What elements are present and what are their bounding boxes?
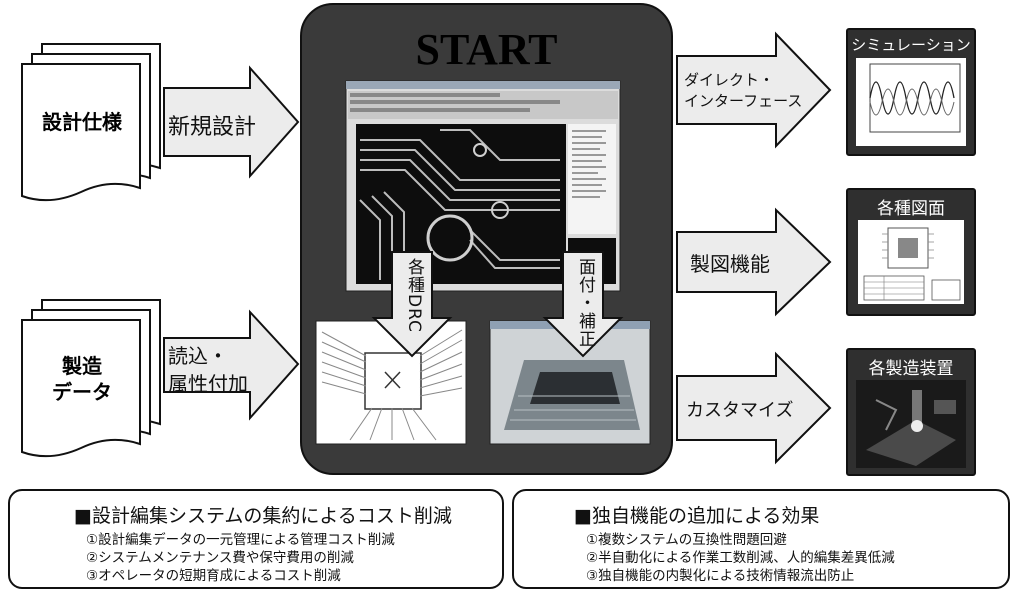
arrow-panelize: [542, 251, 624, 358]
customize-label: カスタマイズ: [686, 400, 794, 421]
unique-features-item-2: ②半自動化による作業工数削減、人的編集差異低減: [586, 550, 895, 566]
direct-interface-label-line1: ダイレクト・: [684, 71, 775, 89]
spec-label: 設計仕様: [42, 110, 122, 134]
unique-features-title: ■独自機能の追加による効果: [574, 505, 820, 527]
document-stack-spec-icon: [21, 43, 161, 202]
unique-features-item-3: ③独自機能の内製化による技術情報流出防止: [586, 568, 855, 584]
drawings-box: 各種図面: [846, 188, 976, 316]
cost-reduction-title: ■設計編集システムの集約によるコスト削減: [74, 505, 452, 527]
equipment-photo-icon: [856, 380, 966, 468]
import-label-line2: 属性付加: [168, 372, 248, 396]
drawing-sheet-icon: [858, 220, 964, 304]
simulation-box: シミュレーション: [846, 28, 976, 156]
drafting-label: 製図機能: [690, 252, 770, 276]
arrow-drc: [371, 251, 453, 358]
arrow-direct-interface: [676, 31, 832, 149]
start-title: START: [415, 25, 558, 74]
mfg-data-label-line2: データ: [52, 380, 112, 404]
arrow-new-design: [163, 65, 300, 179]
mfg-equipment-box: 各製造装置: [846, 348, 976, 476]
cost-reduction-item-2: ②システムメンテナンス費や保守費用の削減: [86, 550, 354, 566]
drawings-title: 各種図面: [877, 199, 945, 219]
document-stack-mfg-icon: [21, 299, 161, 458]
cost-reduction-item-1: ①設計編集データの一元管理による管理コスト削減: [86, 532, 395, 548]
panelize-label: 面付・補正: [575, 258, 595, 348]
arrow-drafting: [676, 207, 832, 317]
simulation-graph-icon: [856, 58, 966, 146]
cost-reduction-item-3: ③オペレータの短期育成によるコスト削減: [86, 568, 341, 584]
new-design-label: 新規設計: [168, 115, 257, 140]
arrow-customize: [676, 351, 832, 465]
cad-screenshot: [345, 80, 621, 292]
direct-interface-label-line2: インターフェース: [684, 92, 803, 110]
mfg-equipment-title: 各製造装置: [868, 359, 954, 379]
unique-features-box: ■独自機能の追加による効果 ①複数システムの互換性問題回避 ②半自動化による作業…: [512, 489, 1010, 589]
cost-reduction-box: ■設計編集システムの集約によるコスト削減 ①設計編集データの一元管理による管理コ…: [8, 489, 504, 589]
unique-features-item-1: ①複数システムの互換性問題回避: [586, 532, 787, 548]
import-label-line1: 読込・: [168, 344, 228, 368]
mfg-data-label-line1: 製造: [62, 354, 102, 378]
arrow-import: [163, 309, 300, 421]
drc-image: [315, 320, 467, 445]
simulation-title: シミュレーション: [851, 36, 971, 54]
drc-label: 各種DRC: [404, 258, 424, 333]
